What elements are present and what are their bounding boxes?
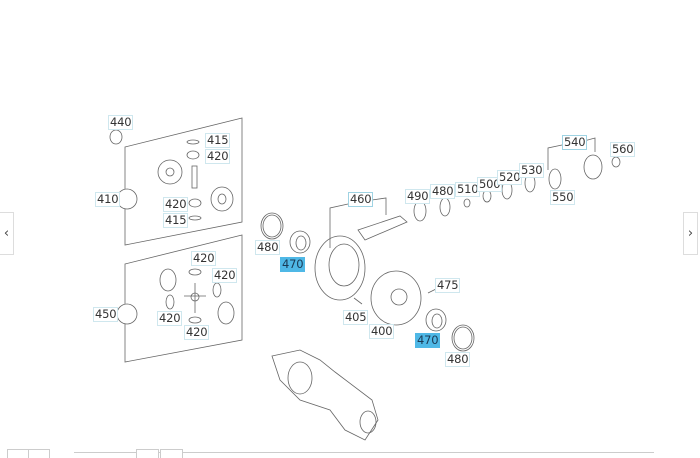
callout-440[interactable]: 440 [108,115,134,130]
callout-480[interactable]: 480 [430,184,456,199]
prev-page-button[interactable]: ‹ [0,212,14,255]
kit-410-frame [124,117,243,246]
callout-415[interactable]: 415 [163,213,189,228]
callout-420[interactable]: 420 [191,251,217,266]
bottom-tab-1[interactable] [7,449,29,458]
chevron-right-icon: › [687,226,694,241]
callout-560[interactable]: 560 [610,142,636,157]
callout-530[interactable]: 530 [519,163,545,178]
callout-420[interactable]: 420 [184,325,210,340]
next-page-button[interactable]: › [683,212,698,255]
bottom-divider [74,452,654,453]
callout-480[interactable]: 480 [445,352,471,367]
callout-460[interactable]: 460 [348,192,374,207]
callout-410[interactable]: 410 [95,192,121,207]
bottom-tab-3[interactable] [136,449,159,458]
callout-400[interactable]: 400 [369,324,395,339]
kit-450-frame [124,234,243,363]
callout-415[interactable]: 415 [205,133,231,148]
callout-405[interactable]: 405 [343,310,369,325]
bottom-tab-2[interactable] [28,449,50,458]
callout-470[interactable]: 470 [415,333,441,348]
callout-550[interactable]: 550 [550,190,576,205]
callout-420[interactable]: 420 [157,311,183,326]
callout-420[interactable]: 420 [212,268,238,283]
callout-450[interactable]: 450 [93,307,119,322]
callout-480[interactable]: 480 [255,240,281,255]
callout-540[interactable]: 540 [562,135,588,150]
callout-420[interactable]: 420 [163,197,189,212]
callout-470[interactable]: 470 [280,257,306,272]
chevron-left-icon: ‹ [3,226,10,241]
callout-475[interactable]: 475 [435,278,461,293]
callout-490[interactable]: 490 [405,189,431,204]
callout-420[interactable]: 420 [205,149,231,164]
bottom-tab-4[interactable] [160,449,183,458]
